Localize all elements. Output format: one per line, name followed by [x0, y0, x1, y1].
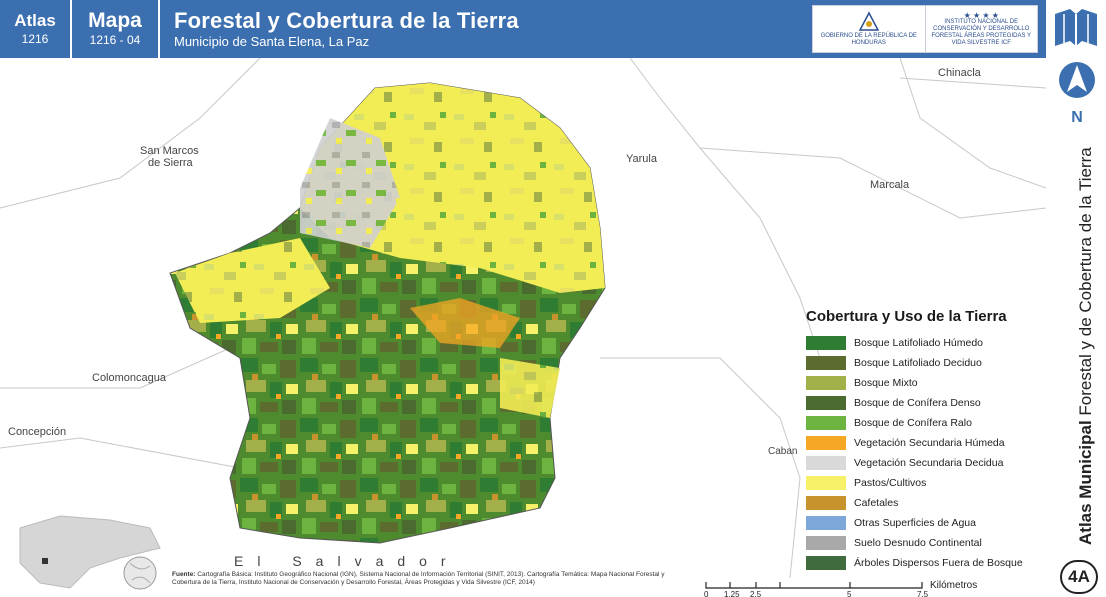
atlas-code: 1216: [21, 32, 49, 46]
legend-swatch: [806, 336, 846, 350]
legend-swatch: [806, 496, 846, 510]
open-book-icon: [1055, 9, 1097, 46]
legend-item: Otras Superficies de Agua: [806, 513, 1042, 533]
legend-label: Cafetales: [854, 497, 899, 509]
coat-of-arms-icon: [858, 11, 879, 31]
legend-label: Otras Superficies de Agua: [854, 517, 976, 529]
country-label-el-salvador: El Salvador: [234, 553, 460, 569]
scale-unit: Kilómetros: [930, 580, 978, 591]
atlas-label: Atlas: [14, 11, 56, 30]
legend-label: Bosque de Conífera Ralo: [854, 417, 972, 429]
map-label: Mapa: [88, 9, 142, 32]
government-logo-text: GOBIERNO DE LA REPÚBLICA DE HONDURAS: [820, 33, 917, 46]
place-colomoncagua: Colomoncagua: [92, 372, 167, 384]
legend-item: Bosque de Conífera Denso: [806, 393, 1042, 413]
legend-swatch: [806, 456, 846, 470]
legend-item: Vegetación Secundaria Decidua: [806, 453, 1042, 473]
legend-item: Bosque Latifoliado Deciduo: [806, 353, 1042, 373]
atlas-block: Atlas 1216: [0, 0, 72, 58]
vertical-title: Atlas Municipal Forestal y de Cobertura …: [1076, 147, 1096, 545]
legend-swatch: [806, 536, 846, 550]
legend-label: Bosque Latifoliado Deciduo: [854, 357, 982, 369]
legend-label: Árboles Dispersos Fuera de Bosque: [854, 557, 1023, 569]
icf-logo-text: INSTITUTO NACIONAL DE CONSERVACIÓN Y DES…: [931, 18, 1032, 46]
municipality-santa-elena: [169, 82, 606, 544]
inset-locator-map: [19, 515, 161, 590]
legend-swatch: [806, 356, 846, 370]
legend-item: Cafetales: [806, 493, 1042, 513]
source-note: Fuente: Cartografía Básica: Instituto Ge…: [172, 571, 692, 587]
north-label: N: [1071, 109, 1083, 126]
legend-label: Suelo Desnudo Continental: [854, 537, 982, 549]
globe-icon: [123, 556, 157, 590]
source-label: Fuente:: [172, 571, 196, 578]
stars-icon: ★ ★ ★ ★: [963, 10, 999, 20]
place-san-marcos: San Marcos: [140, 145, 199, 157]
icf-logo: ★ ★ ★ ★ INSTITUTO NACIONAL DE CONSERVACI…: [924, 6, 1038, 52]
government-logo: GOBIERNO DE LA REPÚBLICA DE HONDURAS: [813, 6, 925, 52]
legend-swatch: [806, 376, 846, 390]
legend-item: Vegetación Secundaria Húmeda: [806, 433, 1042, 453]
legend-item: Árboles Dispersos Fuera de Bosque: [806, 553, 1042, 573]
page-subtitle: Municipio de Santa Elena, La Paz: [174, 34, 370, 49]
legend-label: Bosque Mixto: [854, 377, 918, 389]
north-arrow-icon: N: [1059, 62, 1095, 126]
page-title: Forestal y Cobertura de la Tierra: [174, 8, 519, 33]
legend-swatch: [806, 396, 846, 410]
place-caban: Caban: [768, 446, 797, 457]
source-text: Cartografía Básica: Instituto Geográfico…: [172, 571, 665, 586]
scale-bar: 0 1.25 2.5 5 7.5: [704, 582, 929, 597]
legend-label: Vegetación Secundaria Decidua: [854, 457, 1004, 469]
legend-item: Bosque Latifoliado Húmedo: [806, 333, 1042, 353]
right-sidebar: [1046, 0, 1106, 597]
legend-label: Pastos/Cultivos: [854, 477, 927, 489]
place-chinacla: Chinacla: [938, 67, 982, 79]
legend-title: Cobertura y Uso de la Tierra: [806, 308, 1007, 325]
legend-item: Bosque Mixto: [806, 373, 1042, 393]
map-block: Mapa 1216 - 04: [72, 0, 160, 58]
place-yarula: Yarula: [626, 153, 658, 165]
legend-swatch: [806, 416, 846, 430]
map-number-badge: 4A: [1060, 560, 1098, 594]
place-de-sierra: de Sierra: [148, 157, 194, 169]
neighbour-boundaries: [0, 58, 1046, 579]
legend-item: Suelo Desnudo Continental: [806, 533, 1042, 553]
scale-tick-label: 2.5: [750, 590, 762, 597]
scale-tick-label: 1.25: [724, 590, 740, 597]
legend-item: Bosque de Conífera Ralo: [806, 413, 1042, 433]
legend: Cobertura y Uso de la Tierra Bosque Lati…: [806, 308, 1042, 576]
map-canvas: Chinacla San Marcos de Sierra Yarula Mar…: [0, 58, 1046, 590]
legend-label: Vegetación Secundaria Húmeda: [854, 437, 1005, 449]
legend-swatch: [806, 556, 846, 570]
legend-swatch: [806, 436, 846, 450]
scale-tick-label: 7.5: [917, 590, 929, 597]
vertical-title-bold: Atlas Municipal: [1076, 420, 1095, 545]
place-marcala: Marcala: [870, 179, 910, 191]
logos-panel: GOBIERNO DE LA REPÚBLICA DE HONDURAS ★ ★…: [812, 5, 1038, 53]
scale-tick-label: 0: [704, 590, 709, 597]
map-code: 1216 - 04: [89, 33, 141, 47]
legend-item: Pastos/Cultivos: [806, 473, 1042, 493]
legend-label: Bosque de Conífera Denso: [854, 397, 981, 409]
title-block: Forestal y Cobertura de la Tierra Munici…: [160, 0, 529, 58]
vertical-title-rest: Forestal y de Cobertura de la Tierra: [1076, 147, 1095, 421]
place-concepcion: Concepción: [8, 426, 66, 438]
scale-tick-label: 5: [847, 590, 852, 597]
legend-swatch: [806, 516, 846, 530]
legend-swatch: [806, 476, 846, 490]
legend-label: Bosque Latifoliado Húmedo: [854, 337, 984, 349]
